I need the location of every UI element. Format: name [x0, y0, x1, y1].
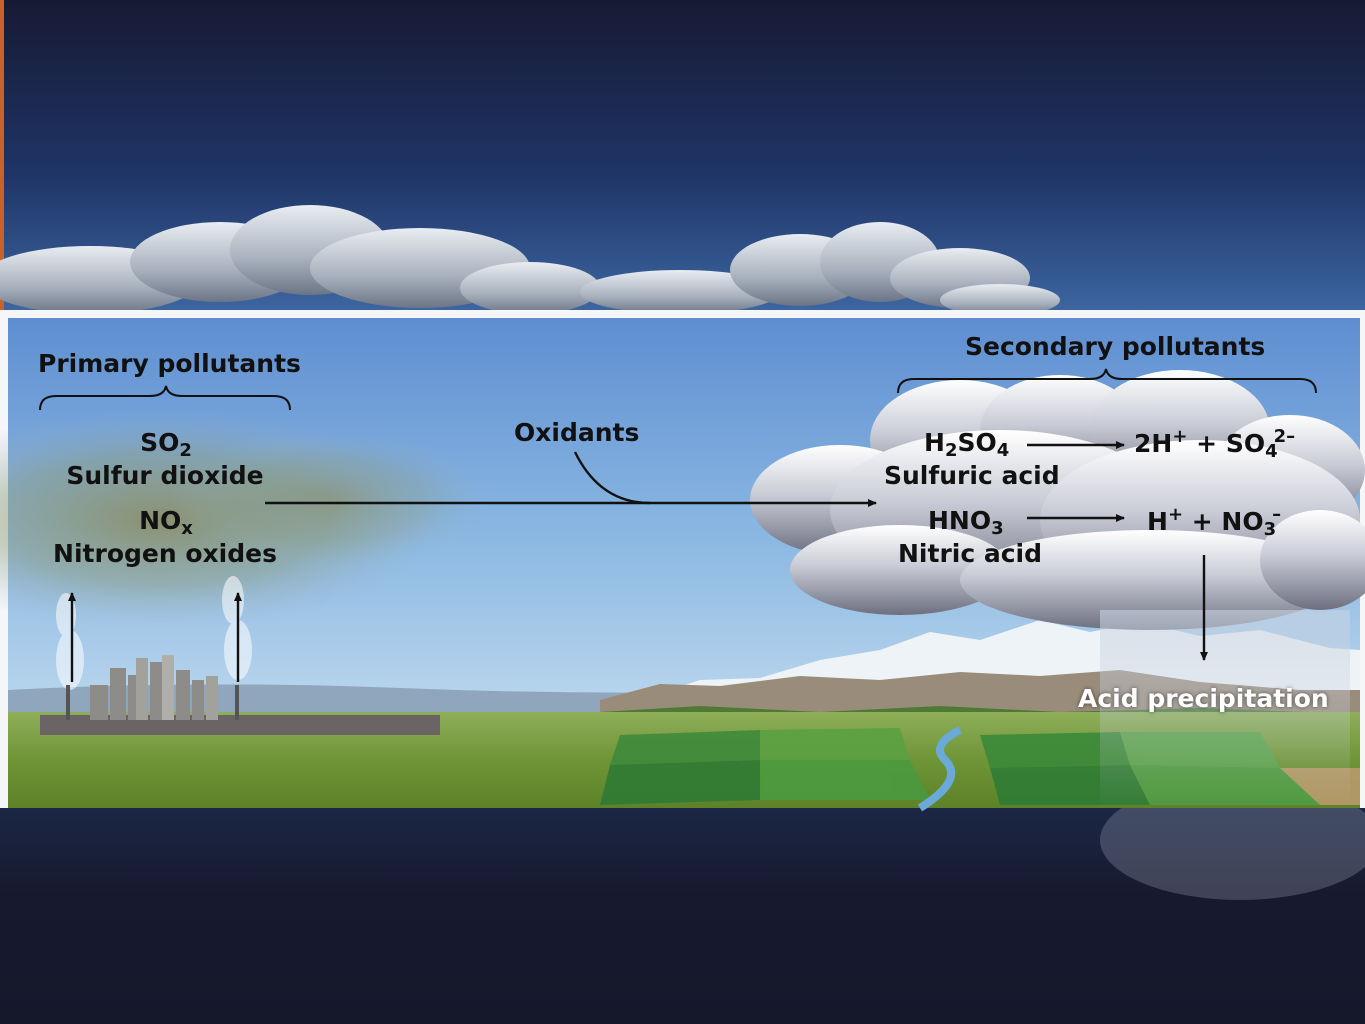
hno3-formula: HNO3: [928, 508, 1004, 538]
product1-coef: 2H: [1134, 428, 1173, 458]
product2-plus: +: [1191, 506, 1213, 536]
so2-base: SO: [140, 428, 180, 457]
product2-sup: +: [1167, 504, 1184, 525]
acid-precipitation-label: Acid precipitation: [1078, 684, 1329, 713]
secondary-brace: [897, 368, 1317, 394]
nitrogen-oxides-label: Nitrogen oxides: [53, 539, 277, 568]
h2so4-formula: H2SO4: [924, 430, 1009, 460]
oxidants-label: Oxidants: [514, 418, 640, 447]
so2-formula: SO2: [116, 430, 216, 460]
nitric-acid-label: Nitric acid: [898, 539, 1043, 568]
nox-subscript: x: [181, 518, 193, 540]
primary-brace: [39, 385, 291, 411]
product1-so: SO: [1225, 428, 1266, 458]
secondary-pollutants-header: Secondary pollutants: [965, 332, 1266, 361]
nox-formula: NOx: [116, 508, 216, 538]
nox-base: NO: [139, 506, 182, 535]
sulfate-products: 2H+ + SO42–: [1134, 428, 1295, 461]
hno3-sub3: 3: [991, 518, 1004, 540]
product2-h: H: [1147, 506, 1168, 536]
sulfur-dioxide-label: Sulfur dioxide: [66, 461, 264, 490]
product1-sub: 4: [1265, 441, 1278, 463]
primary-pollutants-header: Primary pollutants: [38, 349, 301, 378]
sulfuric-acid-label: Sulfuric acid: [884, 461, 1060, 490]
oxidants-curve: [573, 451, 651, 505]
h2so4-so: SO: [957, 428, 997, 457]
product2-no: NO: [1221, 506, 1264, 536]
product2-sub: 3: [1263, 519, 1277, 541]
product1-sup: +: [1172, 426, 1188, 447]
so2-subscript: 2: [179, 440, 192, 462]
hno3-hno: HNO: [928, 506, 992, 535]
h2so4-h: H: [924, 428, 945, 457]
h2so4-sub2: 2: [944, 440, 958, 462]
h2so4-sub4: 4: [996, 440, 1010, 462]
product2-sup2: –: [1272, 504, 1282, 525]
product1-sup2: 2–: [1273, 426, 1296, 447]
product1-plus: +: [1196, 428, 1218, 458]
nitrate-products: H+ + NO3–: [1147, 506, 1281, 539]
